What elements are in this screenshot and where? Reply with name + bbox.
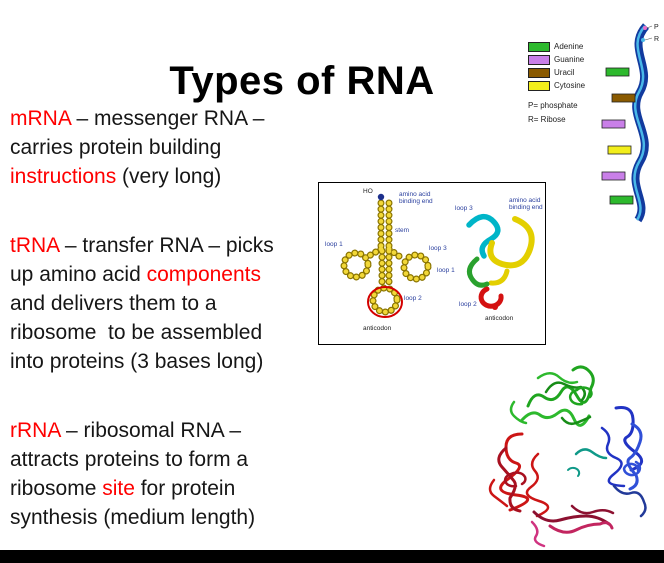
phosphate-pointer-label: P [654,24,659,31]
anticodon-label-right: anticodon [485,315,514,322]
trna-figure-svg [340,193,535,318]
legend-label: Guanine [554,55,585,64]
stem-label: stem [395,227,410,234]
trna-3d-ribbon [466,214,535,310]
trna-figure-box: HO amino acid binding end stem loop 1 lo… [318,182,546,345]
rrna-term: rRNA [10,419,61,442]
mrna-term: mRNA [10,107,71,130]
ribosome-ribbons [488,365,647,548]
loop3-label-right: loop 3 [455,205,473,212]
ribose-pointer-label: R [654,36,659,43]
legend-row-adenine: Adenine [528,40,608,53]
legend-label: Adenine [554,42,584,51]
bottom-edge-bar [0,550,664,563]
ho-end-dot [377,193,385,201]
phosphate-note: P= phosphate [528,101,578,110]
legend-row-cytosine: Cytosine [528,79,608,92]
rrna-text-1: – ribosomal RNA – attracts proteins to f… [10,419,254,500]
loop3-label-left: loop 3 [429,245,447,252]
binding-end-label-right: amino acid binding end [509,197,543,212]
cytosine-swatch-icon [528,80,550,91]
strand-bases [601,67,636,205]
legend-label: Cytosine [554,81,586,90]
mrna-paragraph: mRNA – messenger RNA – carries protein b… [10,104,292,191]
trna-term: tRNA [10,234,60,257]
trna-text-2: and delivers them to a ribosome to be as… [10,263,268,373]
trna-highlight: components [146,263,261,286]
ribose-note: R= Ribose [528,115,566,124]
rrna-text-2: for protein synthesis (medium length) [10,477,256,529]
legend-row-uracil: Uracil [528,66,608,79]
binding-end-label-left: amino acid binding end [399,191,433,206]
ho-label: HO [363,188,373,195]
anticodon-label-left: anticodon [363,325,392,332]
legend-row-guanine: Guanine [528,53,608,66]
loop2-label-right: loop 2 [459,301,477,308]
mrna-text-2: (very long) [116,165,222,188]
trna-cloverleaf-beads [341,200,431,315]
uracil-swatch-icon [528,67,550,78]
strand-backbone [631,23,650,223]
rna-strand-figure: P R [601,23,659,223]
loop2-label-left: loop 2 [404,295,422,302]
adenine-swatch-icon [528,41,550,52]
page-title: Types of RNA [169,58,435,103]
loop1-label-left: loop 1 [325,241,343,248]
loop1-label-right: loop 1 [437,267,455,274]
guanine-swatch-icon [528,54,550,65]
strand-callouts: P R [641,24,659,43]
mrna-highlight: instructions [10,165,117,188]
anticodon-highlight-ring [367,286,403,318]
mrna-text-1: – messenger RNA – carries protein buildi… [10,107,271,159]
rrna-paragraph: rRNA – ribosomal RNA – attracts proteins… [10,416,292,532]
body-text-column: mRNA – messenger RNA – carries protein b… [10,104,292,563]
trna-text-1: – transfer RNA – picks up amino acid [10,234,280,286]
ribosome-figure [488,365,647,548]
legend-notes: P= phosphate R= Ribose [528,100,608,126]
nucleotide-legend: Adenine Guanine Uracil Cytosine P= phosp… [528,40,608,128]
trna-paragraph: tRNA – transfer RNA – picks up amino aci… [10,231,292,376]
rrna-highlight: site [102,477,135,500]
legend-label: Uracil [554,68,575,77]
